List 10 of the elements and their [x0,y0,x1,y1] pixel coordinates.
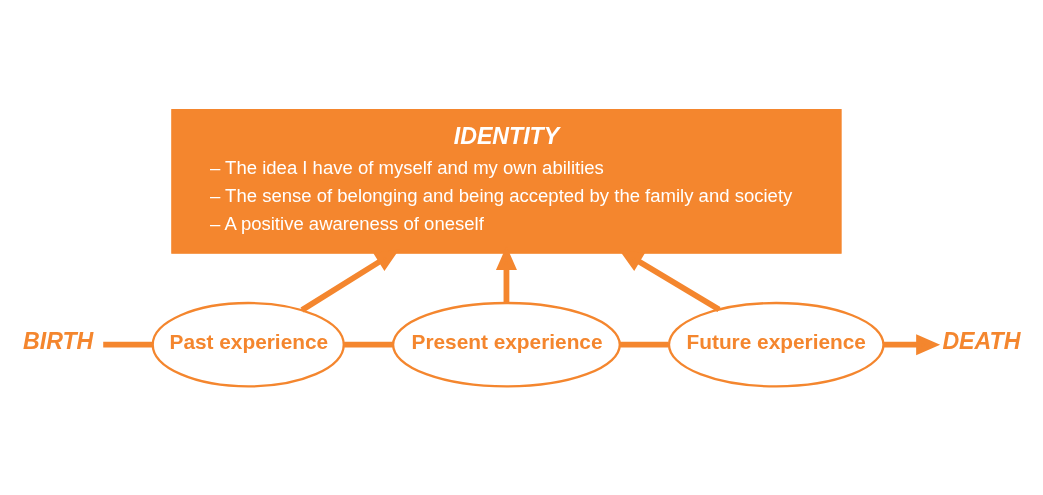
node-box: IDENTITY – The idea I have of myself and my own abilities – The sense of belonging and being accepted by the family and society – A positive awareness of oneself [171,108,842,254]
connector [344,341,394,348]
node-ellipse: Past experience [151,301,345,388]
arrow [883,333,941,355]
connector [619,341,669,348]
node-ellipse: Present experience [391,301,621,388]
node-text: BIRTH [23,327,94,354]
node-ellipse: Future experience [667,301,885,388]
node-text: DEATH [942,327,1021,354]
connector [103,341,153,348]
